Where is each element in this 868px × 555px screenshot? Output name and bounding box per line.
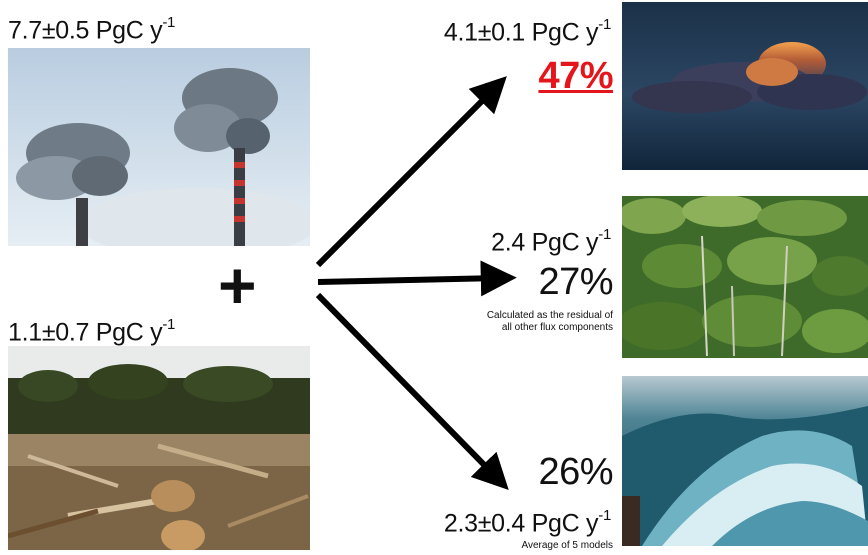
land-use-flux-exponent: -1 <box>162 316 176 333</box>
atmosphere-percent: 47% <box>538 55 613 97</box>
arrow-to-ocean <box>315 292 509 491</box>
fossil-flux-value: 7.7±0.5 PgC y <box>8 16 163 45</box>
land-note-line-2: all other flux components <box>501 322 613 333</box>
atmosphere-flux-exponent: -1 <box>598 16 611 33</box>
fossil-flux-exponent: -1 <box>162 14 176 31</box>
ocean-flux-value: 2.3±0.4 PgC y <box>443 509 599 538</box>
arrow-to-atmosphere <box>315 76 507 268</box>
land-use-flux-label: 1.1±0.7 PgC y-1 <box>8 312 175 347</box>
smokestack-emissions-photo <box>8 48 310 246</box>
ocean-flux-label: 2.3±0.4 PgC y-1 <box>444 503 611 538</box>
land-flux-value: 2.4 PgC y <box>491 228 599 257</box>
land-use-flux-value: 1.1±0.7 PgC y <box>8 318 163 347</box>
atmosphere-flux-value: 4.1±0.1 PgC y <box>443 18 599 47</box>
ocean-flux-exponent: -1 <box>598 507 611 524</box>
ocean-note: Average of 5 models <box>521 540 613 551</box>
arrow-to-land <box>317 260 517 297</box>
cloud-sky-photo <box>622 2 868 170</box>
land-percent: 27% <box>538 261 613 303</box>
land-flux-exponent: -1 <box>598 226 611 243</box>
land-flux-label: 2.4 PgC y-1 <box>491 222 611 257</box>
plus-sign: + <box>218 248 257 322</box>
fossil-flux-label: 7.7±0.5 PgC y-1 <box>8 10 175 45</box>
ocean-wave-photo <box>622 376 868 546</box>
atmosphere-flux-label: 4.1±0.1 PgC y-1 <box>444 12 611 47</box>
land-note-line-1: Calculated as the residual of <box>486 310 613 321</box>
land-note: Calculated as the residual of all other … <box>487 310 613 334</box>
deforestation-photo <box>8 346 310 550</box>
ocean-percent: 26% <box>538 451 613 493</box>
forest-canopy-photo <box>622 196 868 358</box>
